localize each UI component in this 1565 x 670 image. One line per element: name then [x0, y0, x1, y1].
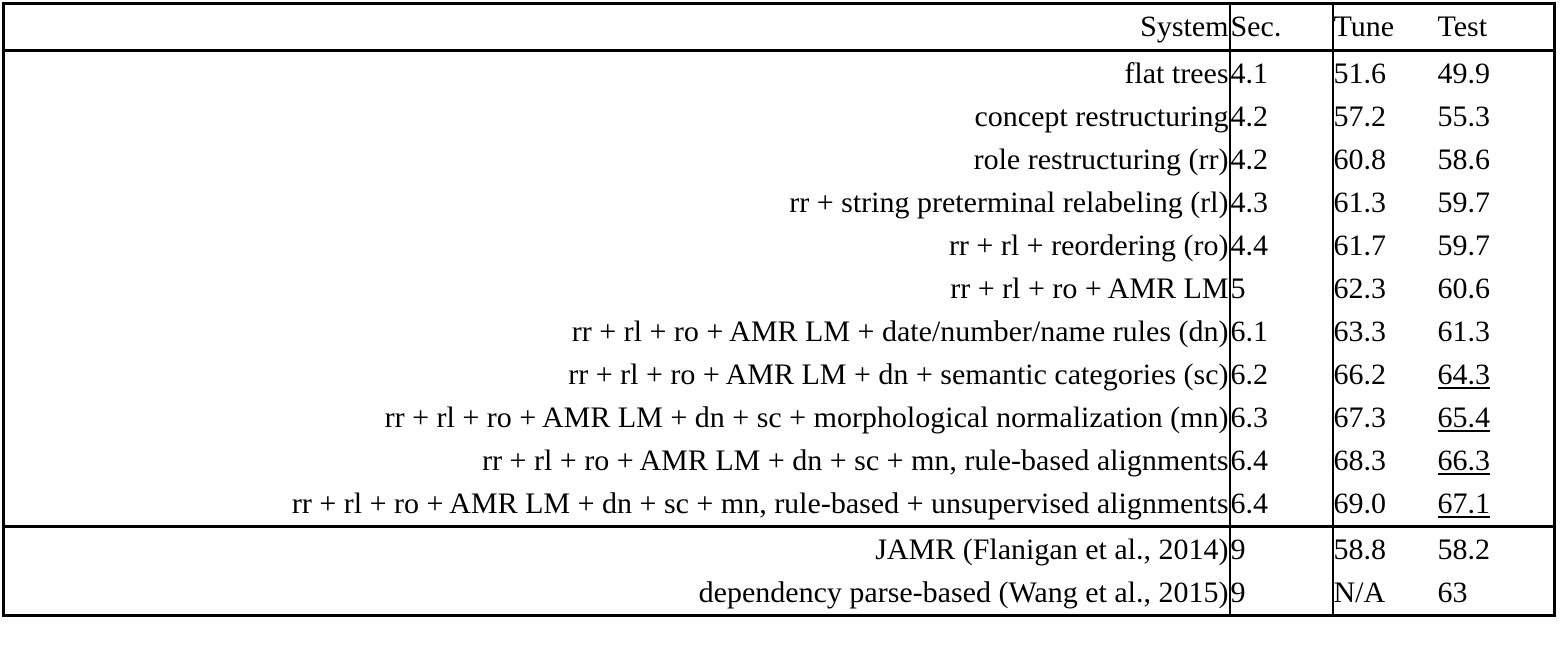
cell-system: rr + rl + reordering (ro)	[3, 224, 1231, 267]
table-header: System Sec. Tune Test	[3, 3, 1555, 51]
cell-test: 61.3	[1437, 314, 1491, 348]
cell-system: rr + string preterminal relabeling (rl)	[3, 181, 1231, 224]
cell-test: 60.6	[1437, 271, 1491, 305]
cell-system: flat trees	[3, 50, 1231, 95]
cell-sec: 5	[1229, 267, 1334, 310]
cell-system: rr + rl + ro + AMR LM + dn + sc + mn, ru…	[3, 439, 1231, 482]
cell-tune: 60.8	[1333, 142, 1387, 176]
cell-system: dependency parse-based (Wang et al., 201…	[3, 571, 1231, 616]
cell-test: 65.4	[1437, 400, 1491, 434]
cell-test: 67.1	[1437, 486, 1491, 520]
cell-test: 66.3	[1437, 443, 1491, 477]
table-row: rr + rl + ro + AMR LM + dn + sc + morpho…	[3, 396, 1555, 439]
cell-sec: 6.4	[1229, 482, 1334, 527]
cell-sec: 9	[1229, 571, 1334, 616]
cell-system: rr + rl + ro + AMR LM + dn + semantic ca…	[3, 353, 1231, 396]
cell-system: role restructuring (rr)	[3, 138, 1231, 181]
cell-system: concept restructuring	[3, 95, 1231, 138]
cell-test: 59.7	[1437, 185, 1491, 219]
cell-sec: 6.1	[1229, 310, 1334, 353]
cell-sec: 6.4	[1229, 439, 1334, 482]
cell-sec: 6.3	[1229, 396, 1334, 439]
cell-sec: 4.4	[1229, 224, 1334, 267]
cell-tune: 61.7	[1333, 228, 1387, 262]
cell-system: JAMR (Flanigan et al., 2014)	[3, 526, 1231, 571]
cell-tune: 69.0	[1333, 486, 1387, 520]
cell-test: 64.3	[1437, 357, 1491, 391]
cell-tune: 63.3	[1333, 314, 1387, 348]
cell-test: 59.7	[1437, 228, 1491, 262]
column-header-system: System	[3, 3, 1231, 51]
cell-system: rr + rl + ro + AMR LM + dn + sc + morpho…	[3, 396, 1231, 439]
cell-test: 58.6	[1437, 142, 1491, 176]
table-row: rr + rl + ro + AMR LM + dn + semantic ca…	[3, 353, 1555, 396]
header-row: System Sec. Tune Test	[3, 3, 1555, 51]
table-row: rr + rl + ro + AMR LM + dn + sc + mn, ru…	[3, 439, 1555, 482]
column-header-tune: Tune	[1333, 10, 1395, 43]
cell-test: 55.3	[1437, 99, 1491, 133]
cell-sec: 6.2	[1229, 353, 1334, 396]
cell-tune: 68.3	[1333, 443, 1387, 477]
cell-sec: 4.2	[1229, 95, 1334, 138]
cell-tune: 62.3	[1333, 271, 1387, 305]
cell-tune: 66.2	[1333, 357, 1387, 391]
cell-tune: 51.6	[1333, 56, 1387, 90]
cell-test: 58.2	[1437, 532, 1491, 566]
cell-tune: 57.2	[1333, 99, 1387, 133]
cell-test: 49.9	[1437, 56, 1491, 90]
cell-sec: 4.3	[1229, 181, 1334, 224]
table-row: rr + rl + ro + AMR LM + date/number/name…	[3, 310, 1555, 353]
cell-system: rr + rl + ro + AMR LM	[3, 267, 1231, 310]
cell-sec: 4.2	[1229, 138, 1334, 181]
cell-sec: 9	[1229, 526, 1334, 571]
cell-system: rr + rl + ro + AMR LM + dn + sc + mn, ru…	[3, 482, 1231, 527]
cell-sec: 4.1	[1229, 50, 1334, 95]
cell-tune: 67.3	[1333, 400, 1387, 434]
column-header-test: Test	[1437, 10, 1488, 43]
column-header-sec: Sec.	[1229, 3, 1334, 51]
cell-test: 63	[1437, 575, 1468, 609]
table-row: rr + string preterminal relabeling (rl)4…	[3, 181, 1555, 224]
cell-tune: N/A	[1333, 575, 1386, 609]
table-row: dependency parse-based (Wang et al., 201…	[3, 571, 1555, 616]
cell-tune: 58.8	[1333, 532, 1387, 566]
cell-system: rr + rl + ro + AMR LM + date/number/name…	[3, 310, 1231, 353]
cell-tune: 61.3	[1333, 185, 1387, 219]
table-row: rr + rl + ro + AMR LM + dn + sc + mn, ru…	[3, 482, 1555, 527]
